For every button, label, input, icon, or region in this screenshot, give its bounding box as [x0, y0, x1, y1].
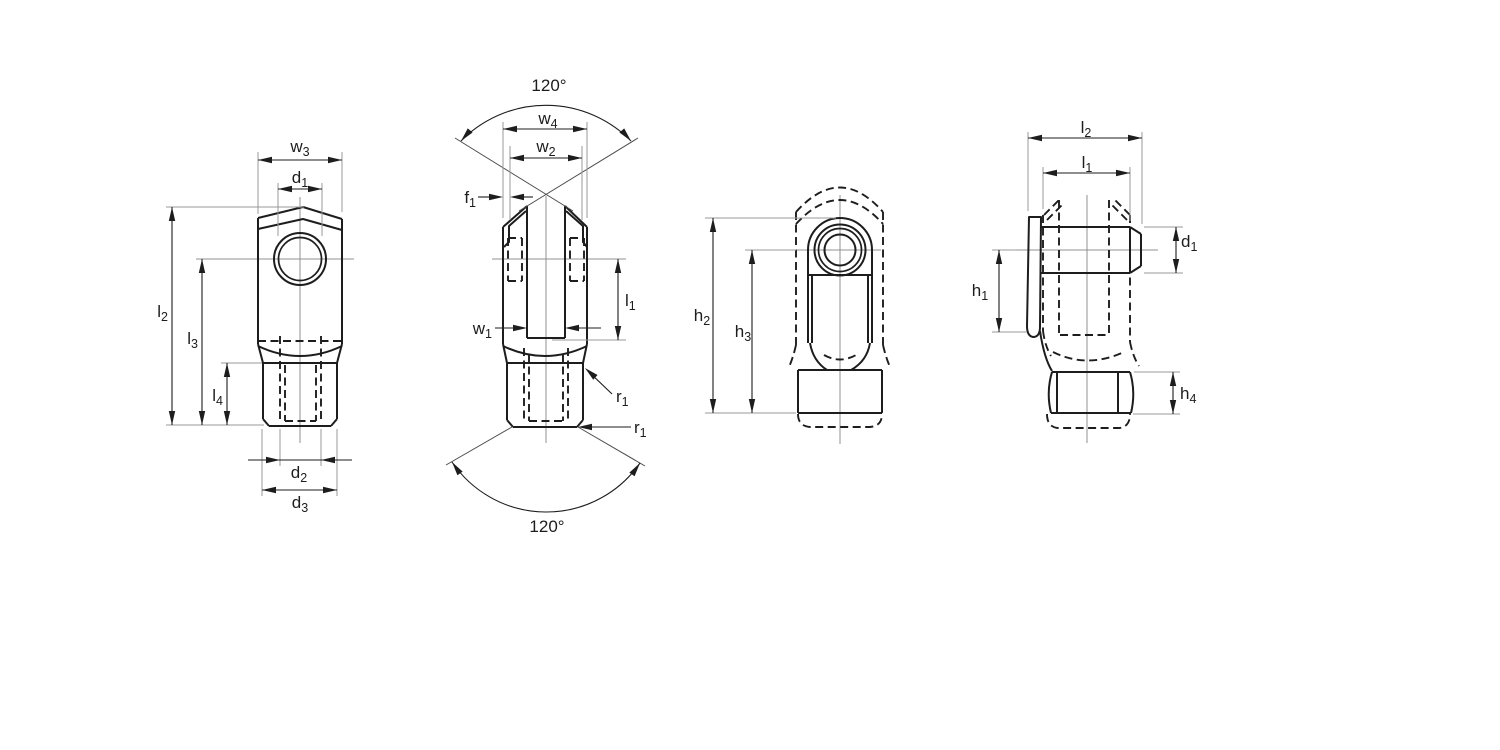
dim-label-w4: w4 [537, 109, 557, 131]
hidden-lines [258, 336, 342, 423]
centerlines [492, 196, 626, 443]
hidden-lines [1042, 199, 1140, 429]
dim-label-d1-side: d1 [1181, 232, 1197, 254]
spring-clip [1026, 216, 1042, 338]
dim-label-w2: w2 [535, 137, 555, 159]
clevis-pin [1041, 226, 1142, 274]
dim-label-d2: d2 [291, 463, 307, 485]
eye-bore [823, 233, 857, 267]
view-clevis-front: w3 d1 l2 l3 l4 d2 d3 [157, 137, 354, 515]
view-clevis-pin-side: l2 l1 d1 h1 h4 [972, 118, 1197, 443]
dim-label-w1: w1 [472, 319, 492, 341]
dim-label-l2: l2 [157, 302, 168, 324]
pin-hole-bore [277, 236, 323, 282]
angle-legs [445, 137, 646, 467]
view-clevis-fork: 120° w4 w2 f1 w1 l1 r1 r1 120° [445, 76, 647, 536]
angle-arc-top [460, 104, 632, 142]
dim-label-angle-bottom: 120° [529, 517, 564, 536]
pin-hole-outer [273, 232, 327, 286]
dim-label-angle-top: 120° [531, 76, 566, 95]
dim-label-h4: h4 [1180, 384, 1196, 406]
hidden-lines [507, 237, 585, 423]
eye-ring-outer [813, 223, 867, 277]
dim-label-h1: h1 [972, 281, 988, 303]
dim-label-r1-lower: r1 [634, 418, 647, 440]
dim-label-h3: h3 [735, 322, 751, 344]
dim-label-d1: d1 [292, 168, 308, 190]
eye-ring-inner [817, 227, 863, 273]
dimensions: l2 l1 d1 h1 h4 [972, 118, 1197, 415]
view-clevis-eye-assembly: h2 h3 [694, 186, 891, 444]
part-outline [257, 206, 343, 427]
dim-label-h2: h2 [694, 306, 710, 328]
dim-label-r1-upper: r1 [616, 387, 629, 409]
dim-label-f1: f1 [464, 188, 476, 210]
dimensions: 120° w4 w2 f1 w1 l1 r1 r1 120° [445, 76, 647, 536]
part-outline [797, 217, 883, 414]
dim-label-l3: l3 [187, 329, 198, 351]
hidden-lines [788, 186, 891, 428]
dim-label-l2-side: l2 [1081, 118, 1092, 140]
dimensions: w3 d1 l2 l3 l4 d2 d3 [157, 137, 352, 515]
dimensions: h2 h3 [694, 217, 836, 414]
angle-arc-bottom [451, 461, 641, 513]
centerlines [797, 195, 881, 444]
dim-label-l1-side: l1 [1082, 153, 1093, 175]
dim-label-l4: l4 [212, 386, 223, 408]
dim-label-w3: w3 [289, 137, 309, 159]
dim-label-l1: l1 [625, 291, 636, 313]
stud-end [1047, 371, 1135, 414]
dim-label-d3: d3 [292, 493, 308, 515]
eye-outline [807, 217, 873, 343]
part-outline [502, 205, 588, 428]
part-outline [1026, 216, 1142, 414]
centerlines [1016, 195, 1158, 443]
